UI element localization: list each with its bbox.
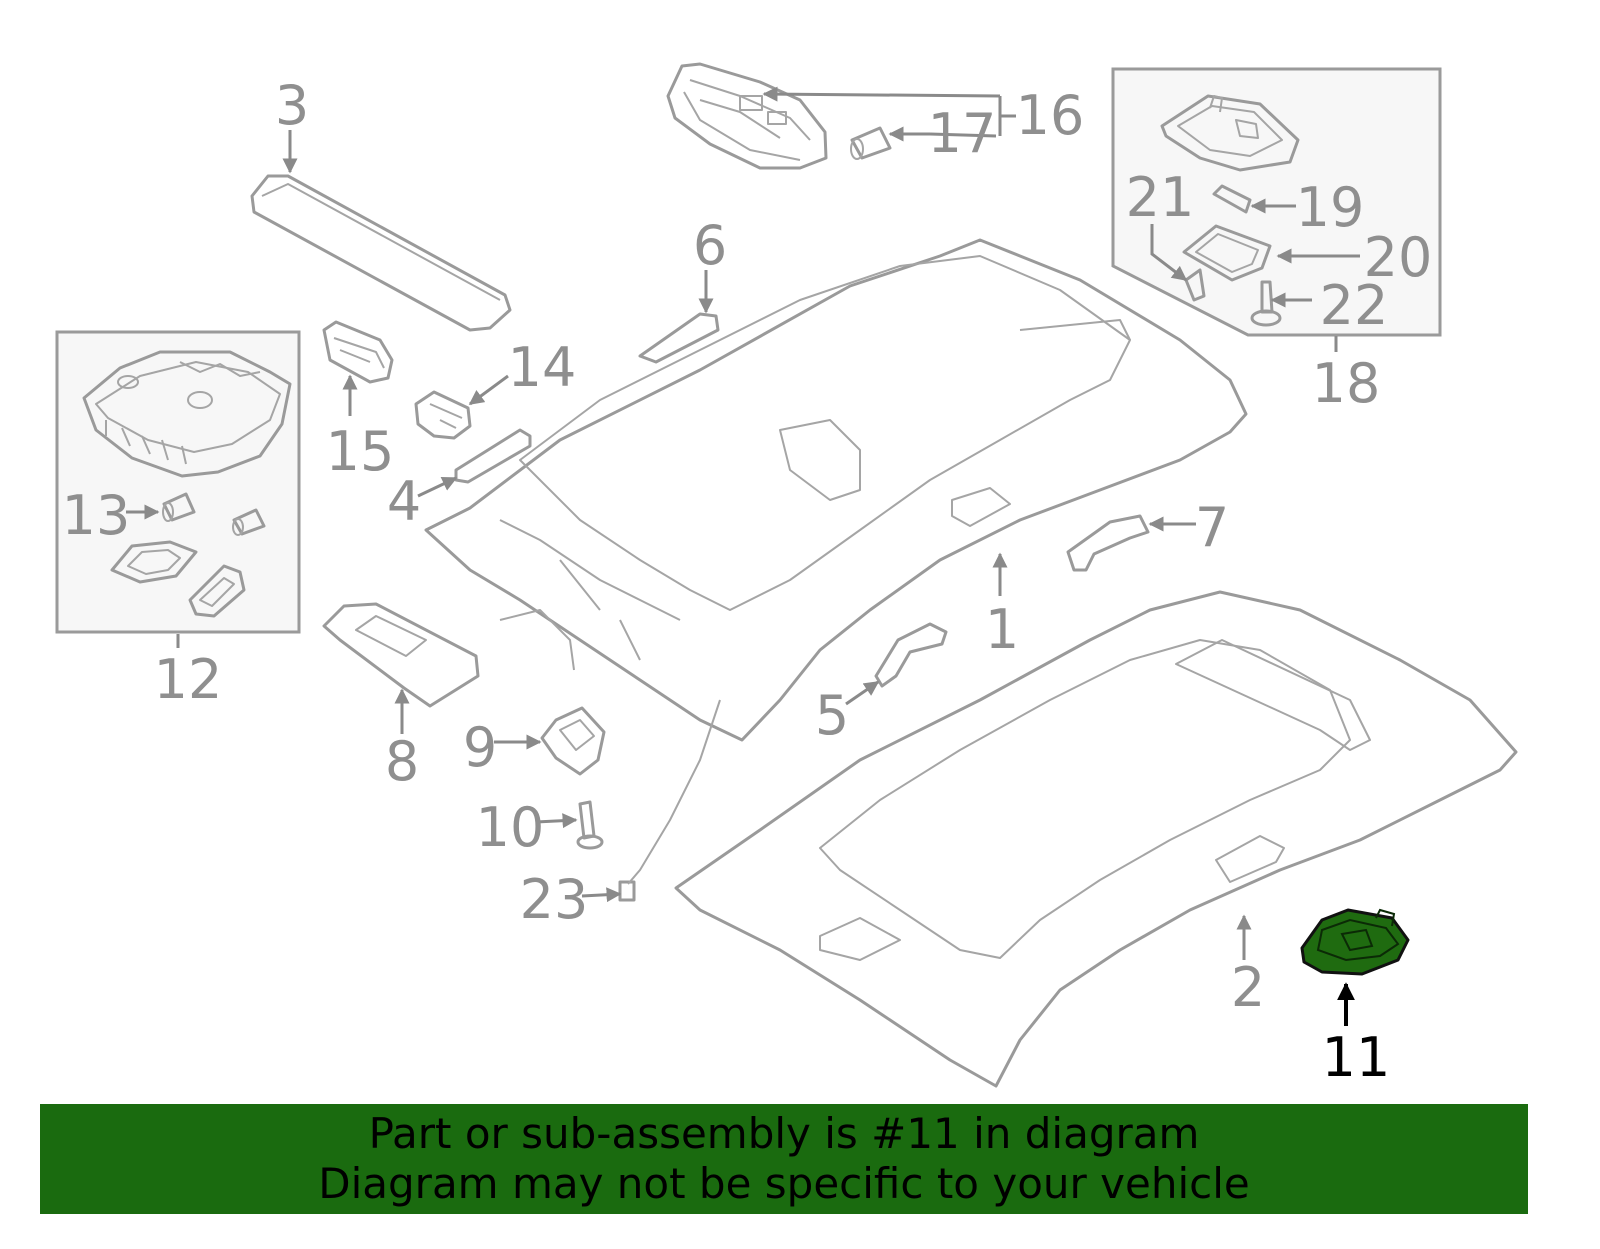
part-7-grab-handle	[1066, 514, 1150, 572]
callout-18: 18	[1312, 352, 1381, 415]
callout-17: 17	[928, 102, 997, 165]
callout-15: 15	[326, 420, 395, 483]
part-13-bulb	[162, 492, 266, 536]
part-18-map-lamp	[1160, 94, 1300, 172]
part-9-bracket	[540, 706, 606, 776]
part-17-bulb	[850, 126, 892, 160]
banner-line-2: Diagram may not be specific to your vehi…	[318, 1159, 1250, 1208]
part-20-lens	[1182, 224, 1272, 282]
inset-box-18	[1111, 67, 1442, 337]
leader-lines	[126, 86, 1360, 1026]
callout-3: 3	[275, 74, 309, 137]
callout-6: 6	[693, 214, 727, 277]
callout-4: 4	[387, 470, 421, 533]
banner-line-1: Part or sub-assembly is #11 in diagram	[368, 1109, 1200, 1158]
callout-9: 9	[463, 716, 497, 779]
callout-7: 7	[1195, 496, 1229, 559]
inset-box-12	[55, 330, 301, 634]
part-12-lens	[110, 540, 246, 618]
part-1-headliner	[424, 238, 1248, 885]
part-23-connector	[618, 880, 636, 902]
part-15-bracket	[322, 320, 394, 384]
part-11-highlighted	[1300, 908, 1410, 976]
part-16-overhead-console	[666, 62, 828, 170]
callout-10: 10	[476, 796, 545, 859]
info-banner: Part or sub-assembly is #11 in diagram D…	[40, 1104, 1528, 1214]
callout-21: 21	[1126, 166, 1195, 229]
part-6-grab-handle	[638, 312, 720, 364]
callout-12: 12	[154, 648, 223, 711]
callout-2: 2	[1231, 956, 1265, 1019]
callout-22: 22	[1320, 274, 1389, 337]
callout-23: 23	[520, 868, 589, 931]
callout-20: 20	[1364, 226, 1433, 289]
part-3-trim-strip	[250, 174, 512, 332]
part-2-headliner-sunroof	[674, 590, 1518, 1088]
part-22-screw	[1250, 280, 1282, 327]
part-4-grab-handle	[454, 428, 532, 484]
callout-14: 14	[508, 336, 577, 399]
part-14-switch	[414, 390, 472, 440]
callout-5: 5	[815, 684, 849, 747]
part-21-clip	[1184, 268, 1206, 302]
part-8-sun-visor	[322, 602, 480, 708]
part-10-screw	[576, 800, 604, 850]
callout-8: 8	[385, 730, 419, 793]
callout-labels: 1 2 3 4 5 6 7 8 9 10 11 12 13 14 15 16 1…	[62, 74, 1433, 1089]
callout-11: 11	[1322, 1026, 1391, 1089]
callout-13: 13	[62, 484, 131, 547]
part-12-overhead-lamp	[82, 350, 292, 478]
part-19-bulb	[1212, 184, 1252, 214]
callout-19: 19	[1296, 176, 1365, 239]
callout-16: 16	[1016, 84, 1085, 147]
callout-1: 1	[985, 598, 1019, 661]
part-5-grab-handle	[874, 622, 948, 688]
